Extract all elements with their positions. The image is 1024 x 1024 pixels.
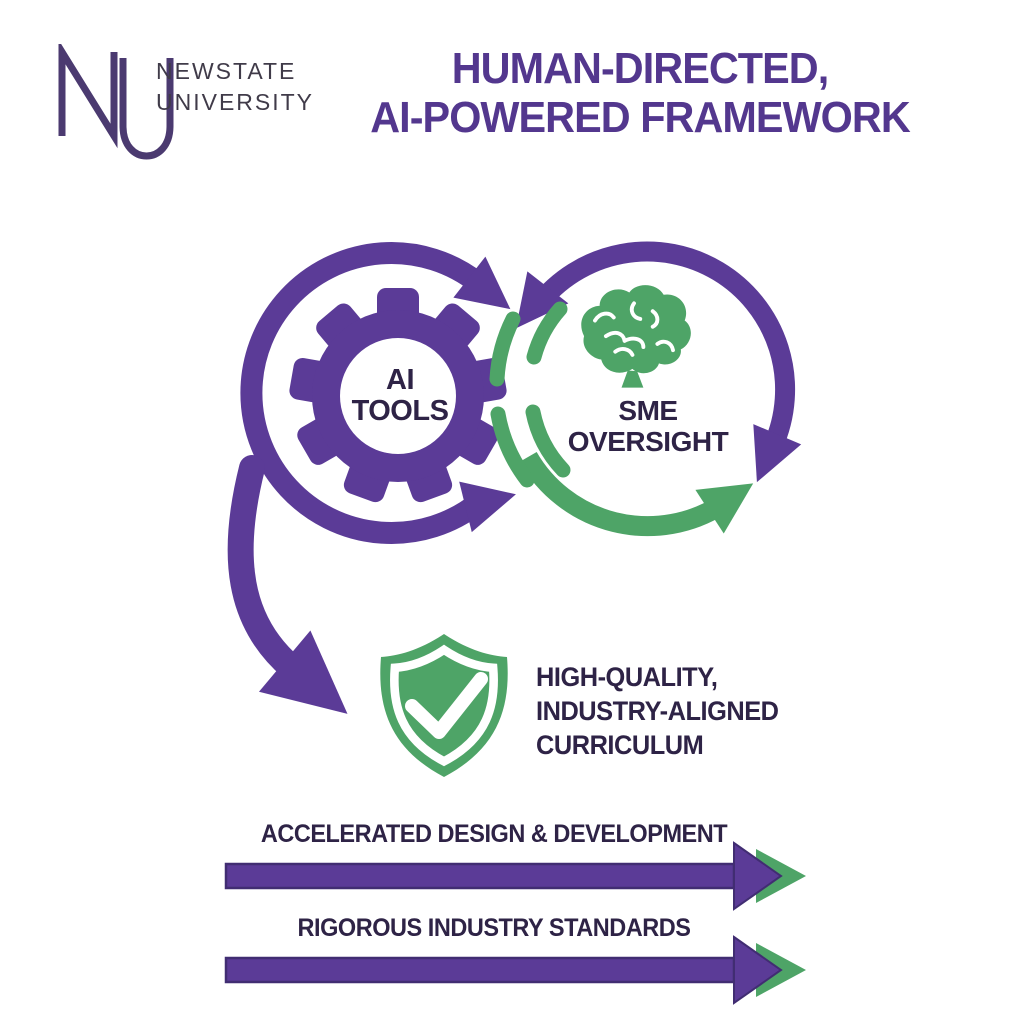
arrowhead-icon xyxy=(258,630,348,714)
curriculum-label-line3: CURRICULUM xyxy=(536,730,704,760)
outcome-flow-arrow xyxy=(227,455,348,714)
benefit-arrow-2-label: RIGOROUS INDUSTRY STANDARDS xyxy=(297,914,691,942)
benefit-arrow-2 xyxy=(224,935,806,1005)
logo-letter-u xyxy=(119,58,174,160)
sme-node-label-line2: OVERSIGHT xyxy=(568,426,729,457)
curriculum-label: HIGH-QUALITY, INDUSTRY-ALIGNED CURRICULU… xyxy=(536,660,779,762)
arrowhead-icon xyxy=(453,256,511,310)
logo-letter-n xyxy=(58,44,118,149)
arrowhead-icon xyxy=(733,935,783,1005)
arrowhead-icon xyxy=(695,483,754,534)
arrowhead-icon xyxy=(459,481,516,533)
curriculum-label-line2: INDUSTRY-ALIGNED xyxy=(536,696,779,726)
shield-check-icon xyxy=(380,634,508,777)
benefit-arrow-1 xyxy=(224,841,806,911)
brand-name-line1: NEWSTATE xyxy=(156,58,297,84)
gear-icon xyxy=(289,288,507,503)
checkmark-icon xyxy=(405,672,488,739)
curriculum-label-line1: HIGH-QUALITY, xyxy=(536,662,718,692)
nu-logo-icon xyxy=(58,44,174,160)
ai-node-label-line2: TOOLS xyxy=(352,395,449,427)
benefit-arrow-1-label: ACCELERATED DESIGN & DEVELOPMENT xyxy=(260,820,728,848)
ai-cycle-arrow xyxy=(240,242,516,544)
page-title: HUMAN-DIRECTED, AI-POWERED FRAMEWORK xyxy=(358,44,922,142)
sme-node-label-line1: SME xyxy=(618,395,677,426)
brand-name: NEWSTATE UNIVERSITY xyxy=(156,56,314,118)
dashed-link-arcs xyxy=(489,301,571,488)
page-title-line2: AI-POWERED FRAMEWORK xyxy=(370,93,910,142)
brand-name-line2: UNIVERSITY xyxy=(156,89,315,115)
arrowhead-icon xyxy=(515,271,569,329)
brain-icon xyxy=(581,285,691,388)
arrowhead-icon xyxy=(753,424,802,483)
ai-node-label-line1: AI xyxy=(386,364,414,396)
sme-cycle-arrow xyxy=(489,241,802,537)
arrowhead-icon xyxy=(733,841,783,911)
page-title-line1: HUMAN-DIRECTED, xyxy=(451,44,829,93)
